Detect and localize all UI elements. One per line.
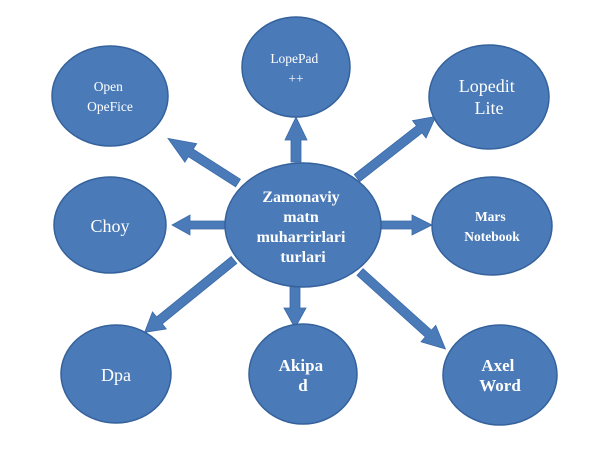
node-lopepad-circle bbox=[241, 16, 351, 118]
node-dpa: Dpa bbox=[60, 324, 172, 424]
arrow-to-open-opefice bbox=[167, 137, 241, 188]
node-axel-word-circle bbox=[442, 324, 558, 426]
node-open-opefice-circle bbox=[51, 45, 169, 147]
arrow-to-lopedit-lite bbox=[353, 115, 437, 183]
node-open-opefice: Open OpeFice bbox=[51, 45, 169, 147]
arrow-to-choy bbox=[171, 214, 227, 236]
node-choy-label: Choy bbox=[90, 216, 129, 236]
connector-arrows bbox=[144, 115, 447, 350]
node-choy-circle bbox=[53, 176, 167, 274]
node-dpa-label: Dpa bbox=[101, 365, 131, 385]
arrow-to-axel-word bbox=[356, 268, 447, 350]
node-lopedit-lite-circle bbox=[428, 44, 550, 150]
center-node-circle bbox=[224, 162, 382, 288]
node-axel-word: Axel Word bbox=[442, 324, 558, 426]
node-mars-notebook: Mars Notebook bbox=[431, 176, 553, 276]
arrow-to-lopepad bbox=[284, 116, 308, 163]
node-lopedit-lite: Lopedit Lite bbox=[428, 44, 550, 150]
arrow-to-akipad bbox=[283, 285, 307, 329]
node-open-opefice-label: Open OpeFice bbox=[87, 79, 133, 114]
node-akipad-circle bbox=[248, 323, 358, 425]
node-axel-word-label: Axel Word bbox=[479, 356, 521, 395]
node-mars-notebook-label: Mars Notebook bbox=[464, 209, 520, 244]
arrow-to-dpa bbox=[144, 255, 238, 333]
node-akipad: Akipa d bbox=[248, 323, 358, 425]
node-lopepad-label: LopePad ++ bbox=[270, 51, 321, 86]
node-lopepad: LopePad ++ bbox=[241, 16, 351, 118]
node-mars-notebook-circle bbox=[431, 176, 553, 276]
center-node: Zamonaviy matn muharrirlari turlari bbox=[224, 162, 382, 288]
node-akipad-label: Akipa d bbox=[279, 356, 328, 395]
node-choy: Choy bbox=[53, 176, 167, 274]
arrow-to-mars-notebook bbox=[379, 214, 433, 236]
center-node-label: Zamonaviy matn muharrirlari turlari bbox=[257, 189, 350, 266]
node-dpa-circle bbox=[60, 324, 172, 424]
node-lopedit-lite-label: Lopedit Lite bbox=[459, 76, 520, 118]
